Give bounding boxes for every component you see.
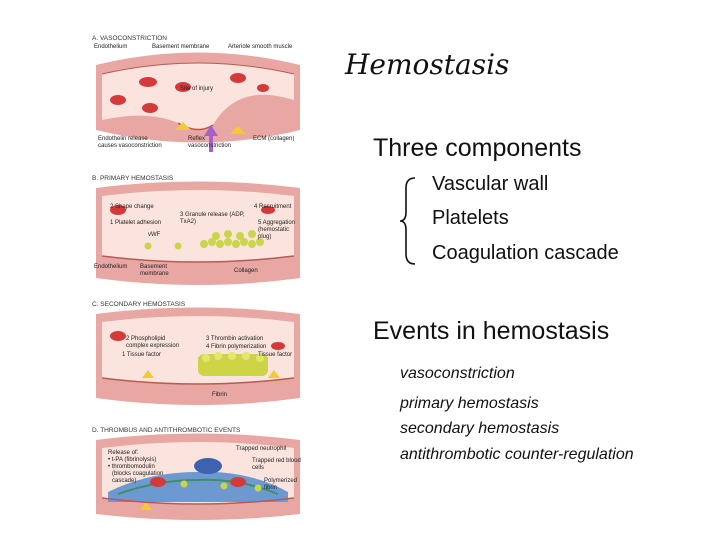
panel-a-title: A. VASOCONSTRICTION <box>92 35 167 42</box>
panel-b-title: B. PRIMARY HEMOSTASIS <box>92 175 174 182</box>
label-endothelin-release: Endothelin release causes vasoconstricti… <box>98 136 162 149</box>
label-fibrin-polymerization: 4 Fibrin polymerization <box>206 344 267 350</box>
label-collagen: Collagen <box>234 268 258 274</box>
label-tissue-factor-2: Tissue factor <box>258 352 293 358</box>
event-item: primary hemostasis <box>400 395 539 412</box>
label-platelet-adhesion: 1 Platelet adhesion <box>110 220 162 226</box>
component-item: Coagulation cascade <box>432 242 619 264</box>
slide-title: Hemostasis <box>345 48 510 81</box>
event-item: antithrombotic counter-regulation <box>400 446 634 463</box>
heading-three-components: Three components <box>373 134 582 162</box>
label-release-of: Release of: <box>108 450 139 456</box>
label-phospholipid-complex: 2 Phospholipid complex expression <box>126 336 180 349</box>
label-thrombin-activation: 3 Thrombin activation <box>206 336 264 342</box>
component-item: Vascular wall <box>432 173 549 195</box>
hemostasis-figure: A. VASOCONSTRICTION Endothelium Basement… <box>88 30 308 520</box>
label-trapped-red-cells: Trapped red blood cells <box>252 458 301 471</box>
label-arteriole-smooth-muscle: Arteriole smooth muscle <box>228 44 293 50</box>
panel-thrombus: D. THROMBUS AND ANTITHROMBOTIC EVENTS Re… <box>88 422 308 520</box>
label-polymerized-fibrin: Polymerized fibrin <box>264 478 298 491</box>
label-reflex-vasoconstriction: Reflex vasoconstriction <box>188 136 232 149</box>
label-site-of-injury: Site of injury <box>180 86 214 92</box>
label-cascade: cascade) <box>112 478 137 484</box>
label-granule-release: 3 Granule release (ADP, TxA2) <box>180 212 245 225</box>
vessel-illustration-a <box>96 52 300 152</box>
label-recruitment: 4 Recruitment <box>254 204 292 210</box>
event-item: secondary hemostasis <box>400 420 560 437</box>
label-endothelium-b: Endothelium <box>94 264 128 270</box>
label-tissue-factor-1: 1 Tissue factor <box>122 352 162 358</box>
label-fibrin: Fibrin <box>212 392 228 398</box>
label-ecm-collagen: ECM (collagen) <box>253 136 295 142</box>
panel-secondary-hemostasis: C. SECONDARY HEMOSTASIS 2 Phospholipid c… <box>88 296 308 418</box>
label-shape-change: 2 Shape change <box>110 204 154 210</box>
label-tpa: • t-PA (fibrinolysis) <box>108 457 157 463</box>
vessel-illustration-d <box>96 433 300 520</box>
heading-events-in-hemostasis: Events in hemostasis <box>373 317 610 345</box>
vessel-illustration-b <box>96 181 300 285</box>
curly-brace-icon <box>399 177 416 265</box>
label-aggregation: 5 Aggregation (hemostatic plug) <box>258 220 296 240</box>
panel-vasoconstriction: A. VASOCONSTRICTION Endothelium Basement… <box>88 30 308 152</box>
panel-primary-hemostasis: B. PRIMARY HEMOSTASIS 2 Shape change 3 G… <box>88 170 308 292</box>
label-blocks-coagulation: (blocks coagulation <box>112 471 164 477</box>
label-basement-membrane-b: Basement membrane <box>140 264 169 277</box>
vessel-illustration-c <box>96 307 300 405</box>
label-vwf: vWF <box>148 232 161 238</box>
label-basement-membrane: Basement membrane <box>152 44 210 50</box>
label-endothelium: Endothelium <box>94 44 128 50</box>
event-item: vasoconstriction <box>400 365 515 382</box>
label-trapped-neutrophil: Trapped neutrophil <box>236 446 287 452</box>
panel-d-title: D. THROMBUS AND ANTITHROMBOTIC EVENTS <box>92 427 241 434</box>
panel-c-title: C. SECONDARY HEMOSTASIS <box>92 301 186 308</box>
component-item: Platelets <box>432 207 509 229</box>
label-thrombomodulin: • thrombomodulin <box>108 464 155 470</box>
